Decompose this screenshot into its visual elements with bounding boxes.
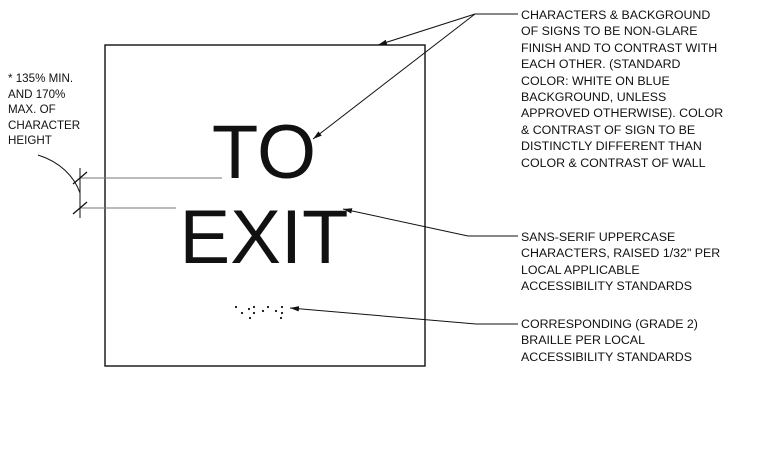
top-note-leaders xyxy=(312,13,518,140)
note-line: LOCAL APPLICABLE xyxy=(521,262,640,277)
note-line: COLOR: WHITE ON BLUE xyxy=(521,73,670,88)
note-line: EACH OTHER. (STANDARD xyxy=(521,57,681,72)
character-height-note: * 135% MIN. AND 170% MAX. OF CHARACTER H… xyxy=(8,71,80,149)
note-line: COLOR & CONTRAST OF WALL xyxy=(521,155,706,170)
note-line: OF SIGNS TO BE NON-GLARE xyxy=(521,24,698,39)
note-line: MAX. OF xyxy=(8,103,56,117)
raised-characters-note: SANS-SERIF UPPERCASE CHARACTERS, RAISED … xyxy=(521,229,720,295)
note-line: CHARACTERS, RAISED 1/32" PER xyxy=(521,246,721,261)
note-line: CHARACTERS & BACKGROUND xyxy=(521,8,711,22)
sign-text-to: TO xyxy=(212,110,316,195)
note-line: HEIGHT xyxy=(8,134,52,148)
note-line: FINISH AND TO CONTRAST WITH xyxy=(521,40,718,55)
note-line: DISTINCTLY DIFFERENT THAN xyxy=(521,139,702,154)
braille-dots xyxy=(234,305,284,320)
middle-note-leader xyxy=(342,208,518,237)
note-line: CORRESPONDING (GRADE 2) xyxy=(521,317,698,331)
braille-note: CORRESPONDING (GRADE 2) BRAILLE PER LOCA… xyxy=(521,316,698,365)
note-line: ACCESSIBILITY STANDARDS xyxy=(521,349,692,364)
note-line: CHARACTER xyxy=(8,118,81,132)
contrast-note: CHARACTERS & BACKGROUND OF SIGNS TO BE N… xyxy=(521,7,723,171)
note-line: BACKGROUND, UNLESS xyxy=(521,90,667,105)
sign-text-exit: EXIT xyxy=(180,195,349,280)
note-line: SANS-SERIF UPPERCASE xyxy=(521,230,676,244)
bottom-note-leader xyxy=(289,306,518,325)
note-line: * 135% MIN. xyxy=(8,72,74,85)
note-line: AND 170% xyxy=(8,87,66,101)
note-line: APPROVED OTHERWISE). COLOR xyxy=(521,106,724,121)
note-line: & CONTRAST OF SIGN TO BE xyxy=(521,122,696,137)
sign-panel xyxy=(104,44,426,367)
note-line: BRAILLE PER LOCAL xyxy=(521,333,645,348)
left-note-leader xyxy=(37,154,81,194)
note-line: ACCESSIBILITY STANDARDS xyxy=(521,279,692,294)
